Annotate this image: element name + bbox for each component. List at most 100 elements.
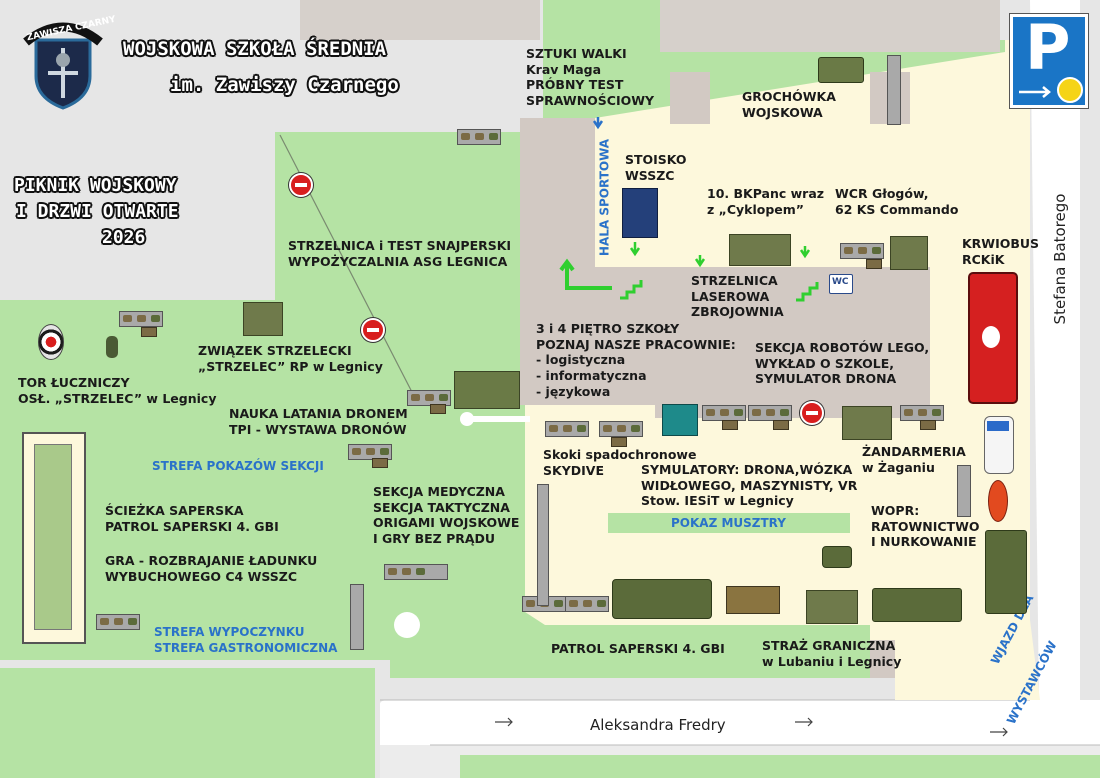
crate — [773, 420, 789, 430]
shield-icon — [23, 22, 103, 110]
crate — [430, 404, 446, 414]
wcr-label: WCR Głogów, 62 KS Commando — [835, 186, 959, 217]
wc-sign[interactable]: WC — [829, 274, 853, 294]
border-guard-label: STRAŻ GRANICZNA w Lubaniu i Legnicy — [762, 638, 902, 669]
street-name-east: Stefana Batorego — [1051, 193, 1069, 325]
drill-strip — [608, 513, 850, 533]
school-building — [520, 267, 930, 405]
drone-school-label: NAUKA LATANIA DRONEM TPI - WYSTAWA DRONÓ… — [229, 406, 408, 437]
building-border — [870, 640, 895, 678]
store-logo-icon — [1057, 77, 1083, 103]
union-tent — [243, 302, 283, 336]
skydive-label: Skoki spadochronowe SKYDIVE — [543, 447, 697, 478]
c4-game-label: GRA - ROZBRAJANIE ŁADUNKU WYBUCHOWEGO C4… — [105, 553, 318, 584]
soup-label: GROCHÓWKA WOJSKOWA — [742, 89, 836, 120]
blood-drop-icon — [982, 326, 1000, 348]
military-police-label: ŻANDARMERIA w Żaganiu — [862, 444, 966, 475]
street-batorego — [1030, 0, 1080, 778]
crate — [372, 458, 388, 468]
bkpanc-label: 10. BKPanc wraz z „Cyklopem” — [707, 186, 825, 217]
table — [748, 405, 792, 421]
skydive-tent — [662, 404, 698, 436]
sapper-path-label: ŚCIEŻKA SAPERSKA PATROL SAPERSKI 4. GBI — [105, 503, 279, 534]
crate — [141, 327, 157, 337]
crate — [722, 420, 738, 430]
table — [457, 129, 501, 145]
shooting-union-label: ZWIĄZEK STRZELECKI „STRZELEC” RP w Legni… — [198, 343, 383, 374]
field-kitchen — [818, 57, 864, 83]
sections-zone-label: STREFA POKAZÓW SEKCJI — [152, 459, 324, 473]
no-entry-icon — [289, 173, 313, 197]
sapper-patrol-label: PATROL SAPERSKI 4. GBI — [551, 641, 725, 656]
police-car — [984, 416, 1014, 474]
street-fredry — [380, 700, 1100, 778]
event-title-line1: PIKNIK WOJSKOWY — [14, 175, 177, 196]
trailer — [726, 586, 780, 614]
arrow-right-icon — [1019, 86, 1051, 98]
martial-arts-label: SZTUKI WALKI Krav Maga PRÓBNY TEST SPRAW… — [526, 46, 655, 108]
table — [348, 444, 392, 460]
table — [545, 421, 589, 437]
rescue-boat — [988, 480, 1008, 522]
archer-icon — [106, 336, 118, 358]
lego-robots-label: SEKCJA ROBOTÓW LEGO, WYKŁAD O SZKOLE, SY… — [755, 340, 930, 387]
building-grochowka — [670, 72, 710, 124]
stand-tent — [622, 188, 658, 238]
table-column — [350, 584, 364, 650]
sports-hall — [520, 118, 595, 270]
table — [96, 614, 140, 630]
no-entry-icon — [361, 318, 385, 342]
wc-label: WC — [832, 277, 849, 287]
bkpanc-tent — [729, 234, 791, 266]
street-name-south: Aleksandra Fredry — [590, 716, 726, 734]
mp-tent — [842, 406, 892, 440]
sniper-range-label: STRZELNICA i TEST SNAJPERSKI WYPOŻYCZALN… — [288, 238, 512, 269]
table — [384, 564, 448, 580]
table — [119, 311, 163, 327]
archery-label: TOR ŁUCZNICZY OSŁ. „STRZELEC” w Legnicy — [18, 375, 217, 406]
building-top — [660, 0, 1000, 52]
crate — [866, 259, 882, 269]
blood-bus — [968, 272, 1018, 404]
parking-sign[interactable]: P — [1010, 11, 1088, 108]
medical-section-label: SEKCJA MEDYCZNA SEKCJA TAKTYCZNA ORIGAMI… — [373, 484, 520, 546]
school-name-line1: WOJSKOWA SZKOŁA ŚREDNIA — [123, 38, 387, 60]
table — [702, 405, 746, 421]
table — [565, 596, 609, 612]
wcr-tent — [890, 236, 928, 270]
school-floors-label: 3 i 4 PIĘTRO SZKOŁY POZNAJ NASZE PRACOWN… — [536, 321, 736, 399]
archery-target-icon — [38, 324, 64, 360]
laser-range-label: STRZELNICA LASEROWA ZBROJOWNIA — [691, 273, 784, 320]
army-truck — [872, 588, 962, 622]
wopr-label: WOPR: RATOWNICTWO I NURKOWANIE — [871, 503, 980, 550]
drone-pergola — [454, 371, 520, 409]
table — [840, 243, 884, 259]
simulators-label: SYMULATORY: DRONA,WÓZKA WIDŁOWEGO, MASZY… — [641, 462, 858, 509]
no-entry-icon — [800, 401, 824, 425]
border-tent — [806, 590, 858, 624]
krwiobus-label: KRWIOBUS RCKiK — [962, 236, 1040, 267]
event-title-line2: I DRZWI OTWARTE — [16, 201, 179, 222]
sports-hall-label: HALA SPORTOWA — [597, 138, 612, 257]
drill-label: POKAZ MUSZTRY — [671, 516, 786, 530]
rest-zone-label-line2: STREFA GASTRONOMICZNA — [154, 641, 338, 655]
table — [407, 390, 451, 406]
army-truck — [985, 530, 1027, 614]
rest-zone-label-line1: STREFA WYPOCZYNKU — [154, 625, 305, 639]
school-stand-label: STOISKO WSSZC — [625, 152, 687, 183]
school-logo: ZAWISZA CZARNY — [18, 15, 117, 113]
school-name-line2: im. Zawiszy Czarnego — [170, 74, 399, 96]
building-top-left — [300, 0, 540, 40]
table-column — [957, 465, 971, 517]
table-column — [537, 484, 549, 606]
army-truck — [612, 579, 712, 619]
table-column — [887, 55, 901, 125]
table — [900, 405, 944, 421]
sapper-path — [22, 432, 86, 644]
crate — [611, 437, 627, 447]
parking-sign-icon: P — [1025, 11, 1071, 84]
crate — [920, 420, 936, 430]
event-title-line3: 2026 — [102, 227, 146, 248]
atv — [822, 546, 852, 568]
table — [599, 421, 643, 437]
